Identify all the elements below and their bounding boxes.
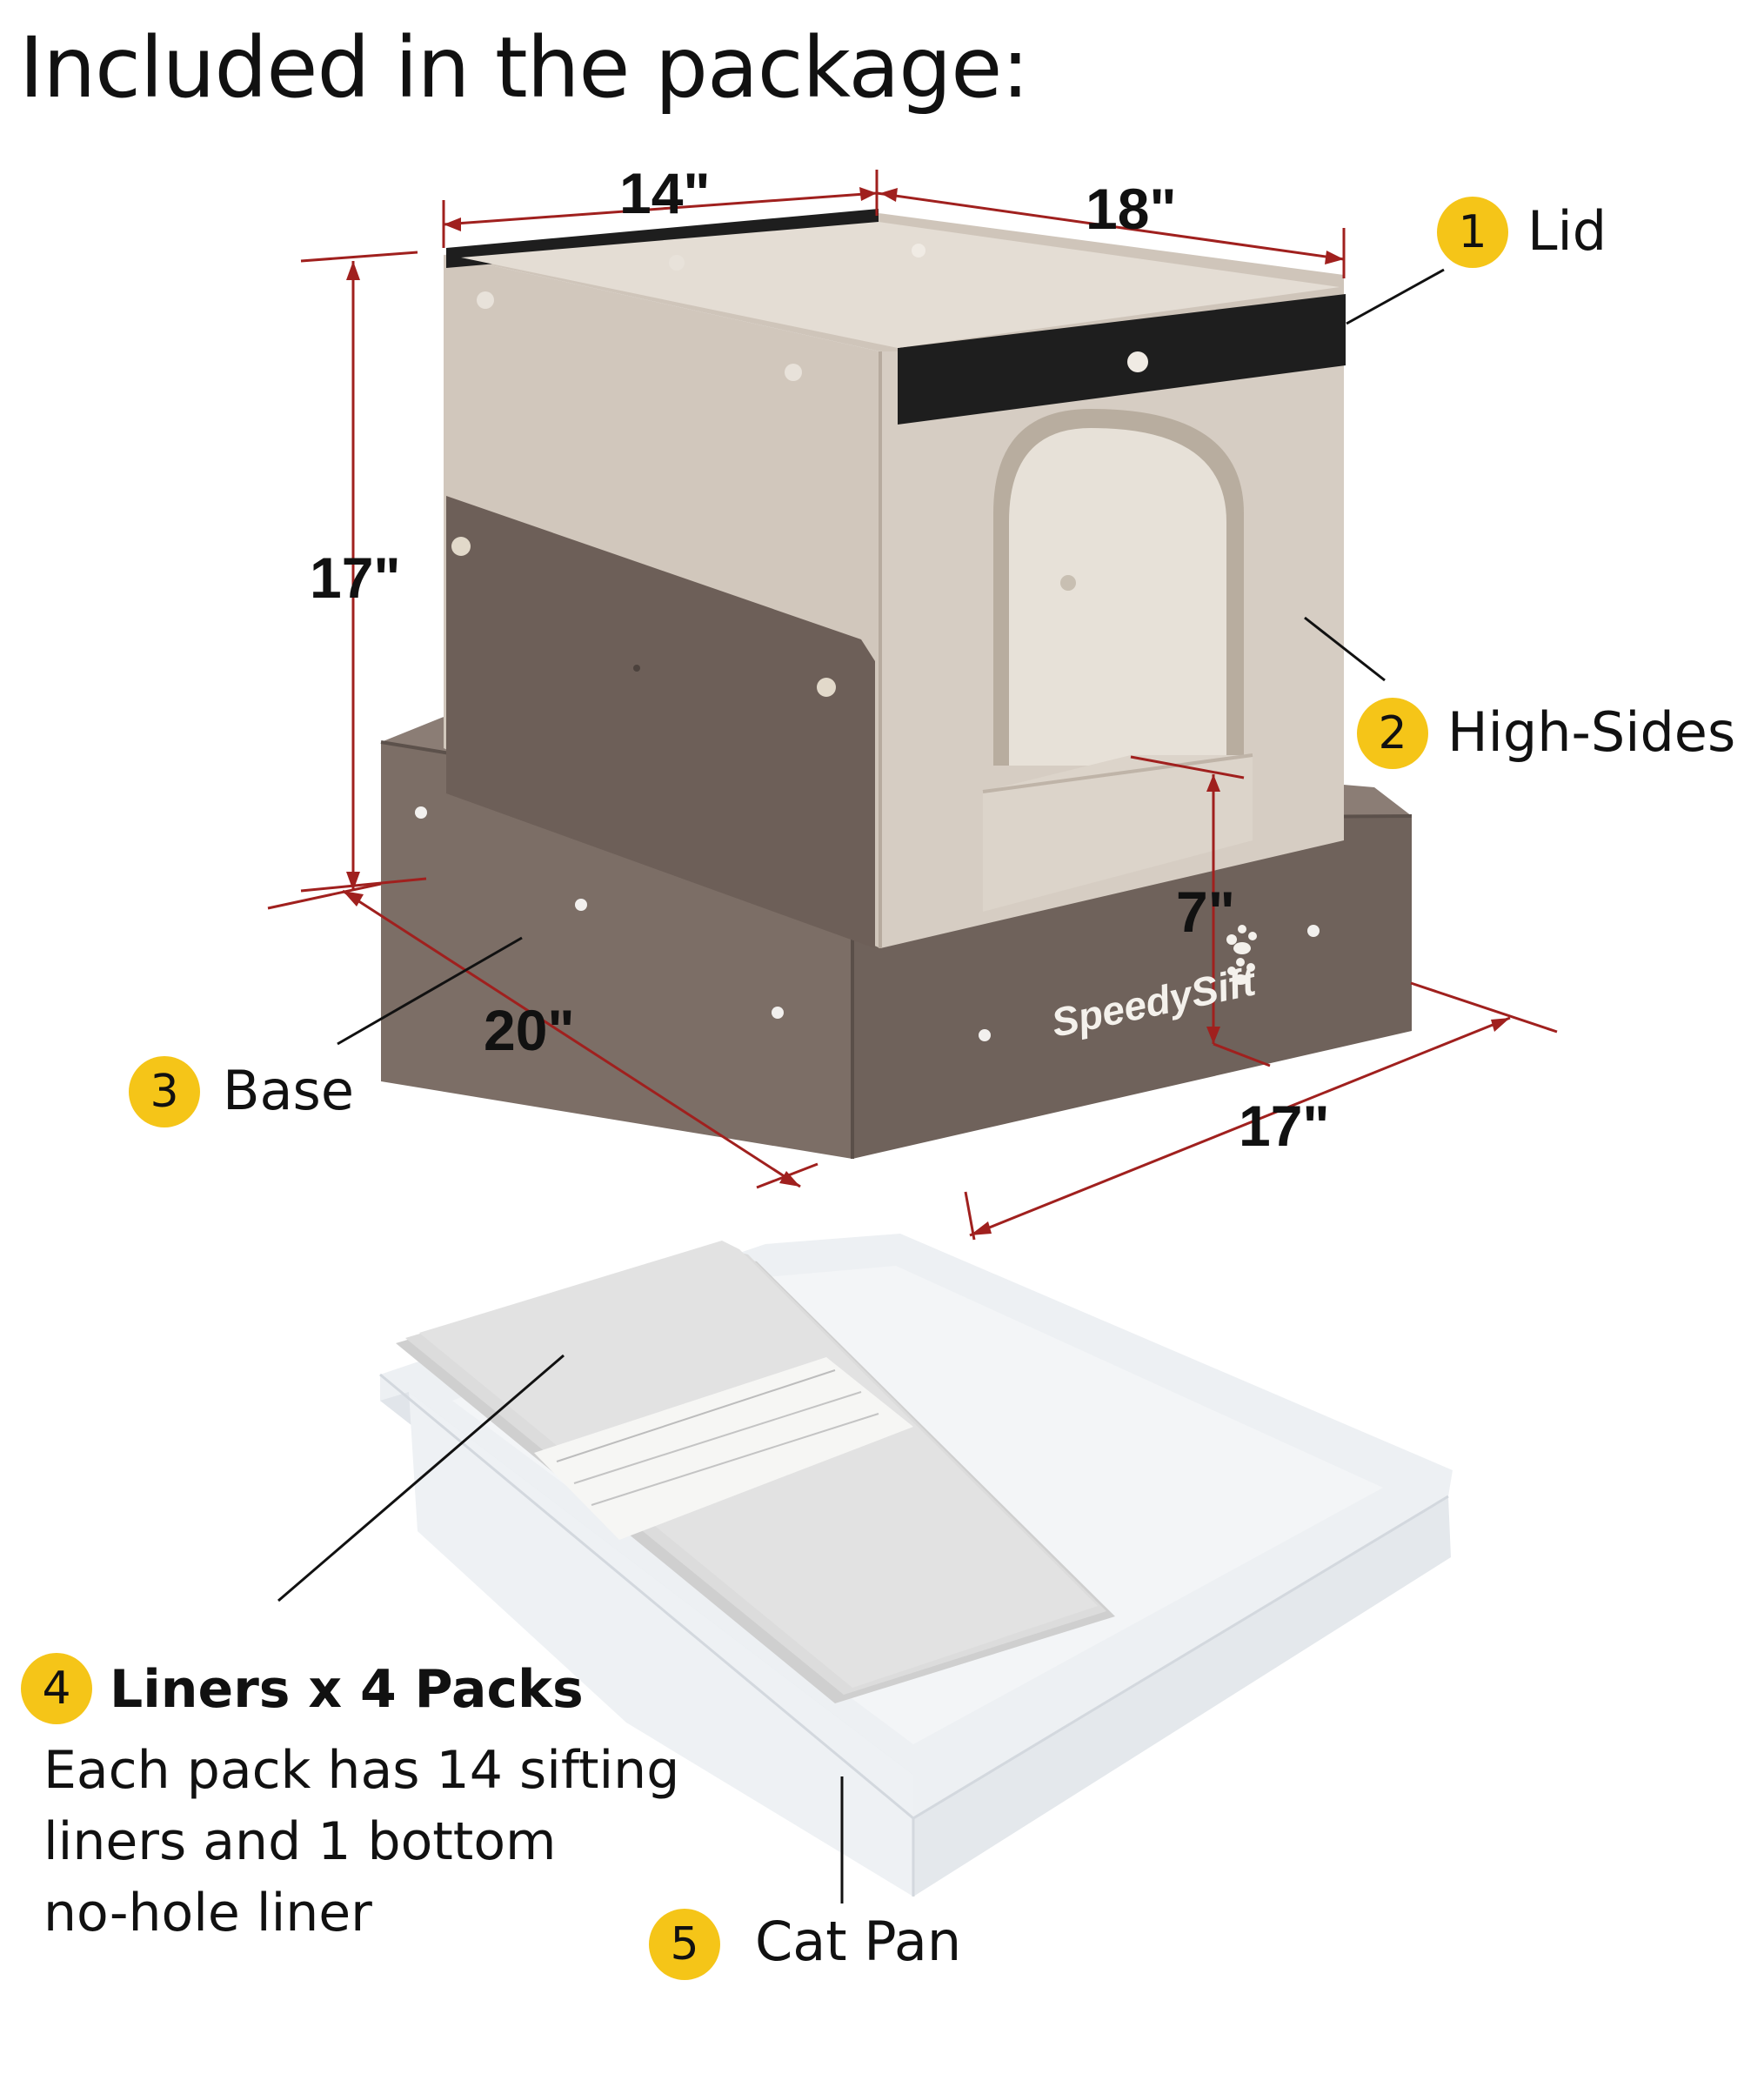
dimension-base-width: 17" — [1239, 1094, 1330, 1158]
dimension-lines — [267, 170, 1558, 1241]
callout-label-liners: Liners x 4 Packs — [110, 1659, 584, 1720]
callout-badge-4: 4 — [21, 1653, 92, 1724]
dimension-entry-height: 7" — [1176, 880, 1235, 944]
callout-label-cat-pan: Cat Pan — [755, 1910, 962, 1973]
dimension-top-width: 14" — [619, 161, 711, 225]
callout-badge-1: 1 — [1437, 197, 1508, 268]
dimension-height: 17" — [310, 545, 401, 610]
dimension-arrows — [343, 187, 1510, 1235]
callout-badge-3: 3 — [129, 1056, 200, 1127]
callout-label-high-sides: High-Sides — [1447, 700, 1736, 764]
liners-description: Each pack has 14 sifting liners and 1 bo… — [43, 1735, 739, 1949]
liners-description-line-2: liners and 1 bottom — [43, 1811, 557, 1872]
callout-badge-5: 5 — [649, 1909, 720, 1980]
callout-label-base: Base — [223, 1059, 354, 1122]
side-panel — [446, 496, 875, 948]
paw-print-icon — [1226, 925, 1257, 985]
lid — [446, 209, 1346, 425]
callout-label-lid: Lid — [1527, 199, 1607, 263]
liner-packs — [396, 1241, 1115, 1703]
liners-description-line-3: no-hole liner — [43, 1883, 372, 1944]
callout-badge-2: 2 — [1357, 698, 1428, 769]
liners-description-line-1: Each pack has 14 sifting — [43, 1740, 680, 1801]
dimension-top-depth: 18" — [1086, 177, 1177, 241]
callout-lines — [277, 268, 1445, 1903]
page-title: Included in the package: — [19, 19, 1030, 117]
dimension-base-depth: 20" — [484, 998, 575, 1062]
